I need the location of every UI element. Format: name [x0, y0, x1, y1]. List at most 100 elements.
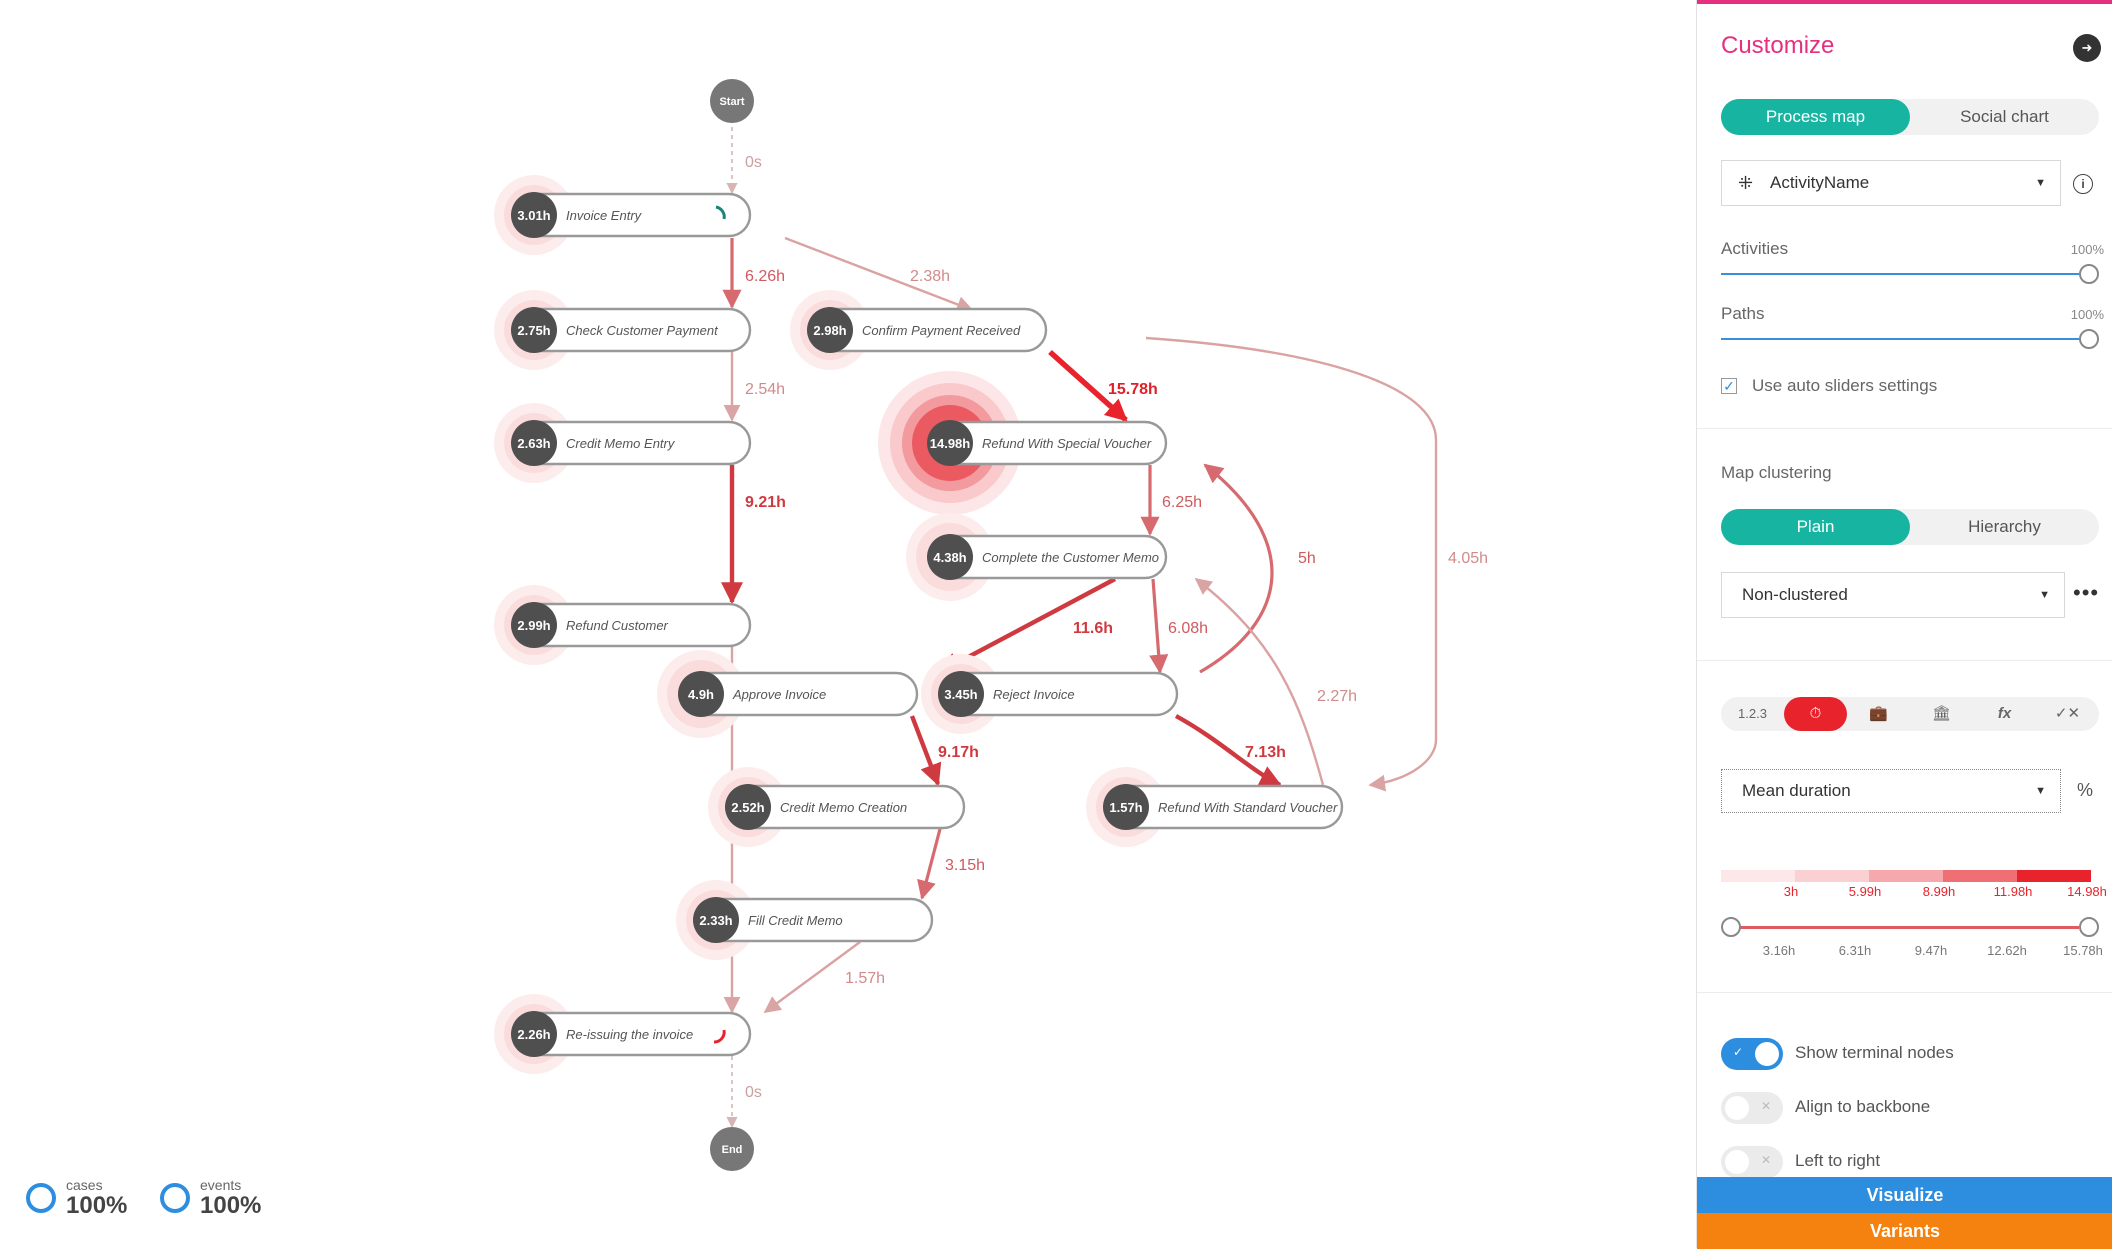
edge-path[interactable]	[1048, 349, 1128, 423]
clustering-select[interactable]: Non-clustered ▼	[1721, 572, 2065, 618]
edge-label: 7.13h	[1245, 744, 1286, 761]
panel-title: Customize	[1721, 32, 1835, 59]
edge-invoice-entry-to-confirm-payment-received[interactable]: 2.38h	[784, 236, 974, 313]
edge-path[interactable]	[1149, 578, 1169, 674]
edge-path[interactable]	[909, 715, 942, 787]
edge-label: 1.57h	[845, 970, 885, 987]
end-node[interactable]: End	[710, 1127, 754, 1171]
duration-badge	[725, 784, 771, 830]
range-min-handle[interactable]	[1721, 917, 1741, 937]
more-options-icon[interactable]: •••	[2073, 580, 2100, 605]
edge-label: 4.05h	[1448, 550, 1488, 567]
end-label: End	[722, 1144, 743, 1156]
duration-badge	[938, 671, 984, 717]
info-icon[interactable]: i	[2073, 174, 2093, 194]
edge-re-issuing-the-invoice-to-end[interactable]: 0s	[726, 1056, 762, 1129]
pin-icon[interactable]: ➜	[2073, 34, 2101, 62]
edge-confirm-payment-received-to-refund-with-standard-voucher[interactable]: 4.05h	[1145, 336, 1488, 792]
tab-social-chart[interactable]: Social chart	[1960, 107, 2049, 126]
tab-process-map[interactable]: Process map	[1721, 99, 1910, 135]
chevron-down-icon: ▼	[2035, 785, 2046, 797]
activities-slider-track[interactable]	[1721, 273, 2089, 275]
edge-path[interactable]	[1194, 577, 1325, 786]
attribute-select[interactable]: ⁜ ActivityName ▼	[1721, 160, 2061, 206]
timer-tab-icon[interactable]: ⏱	[1784, 697, 1847, 731]
tab-hierarchy[interactable]: Hierarchy	[1968, 517, 2041, 536]
edge-path[interactable]	[1174, 714, 1282, 787]
edge-invoice-entry-to-check-customer-payment[interactable]: 6.26h	[722, 238, 785, 309]
duration-badge	[511, 192, 557, 238]
duration-value: 3.45h	[944, 687, 977, 702]
range-tick-label: 15.78h	[2063, 943, 2103, 958]
tab-plain[interactable]: Plain	[1721, 509, 1910, 545]
chevron-down-icon: ▼	[2039, 589, 2050, 601]
edge-refund-with-special-voucher-to-complete-the-customer-memo[interactable]: 6.25h	[1140, 465, 1202, 536]
events-value: 100%	[200, 1192, 262, 1219]
edge-approve-invoice-to-credit-memo-creation[interactable]: 9.17h	[909, 715, 979, 787]
edge-label: 5h	[1298, 550, 1316, 567]
align-backbone-label: Align to backbone	[1795, 1097, 1931, 1116]
metric-tabs: 1.2.3 ⏱ 💼 🏛 fx ✓✕	[1721, 697, 2099, 731]
terminal-nodes-toggle[interactable]: ✓	[1721, 1038, 1783, 1070]
edge-refund-with-standard-voucher-to-complete-the-customer-memo[interactable]: 2.27h	[1194, 577, 1357, 786]
check-cross-tab-icon[interactable]: ✓✕	[2054, 705, 2081, 722]
edge-label: 9.21h	[745, 494, 786, 511]
edge-credit-memo-entry-to-refund-customer[interactable]: 9.21h	[721, 465, 786, 605]
events-ring-icon	[160, 1183, 190, 1213]
activity-label: Approve Invoice	[732, 687, 826, 702]
bank-tab-icon[interactable]: 🏛	[1931, 705, 1952, 722]
left-to-right-label: Left to right	[1795, 1151, 1881, 1170]
edge-path[interactable]	[763, 941, 861, 1013]
cases-value: 100%	[66, 1192, 128, 1219]
legend-threshold-label: 11.98h	[1993, 884, 2033, 899]
frequency-tab-icon[interactable]: 1.2.3	[1738, 706, 1767, 721]
edge-reject-invoice-to-refund-with-standard-voucher[interactable]: 7.13h	[1174, 714, 1286, 787]
duration-badge	[807, 307, 853, 353]
duration-value: 2.26h	[517, 1027, 550, 1042]
activities-slider-handle[interactable]	[2079, 264, 2099, 284]
align-backbone-toggle[interactable]: ✕	[1721, 1092, 1783, 1124]
edge-path[interactable]	[784, 236, 974, 313]
function-tab-icon[interactable]: fx	[1997, 705, 2012, 722]
events-label: events	[200, 1177, 242, 1193]
metric-select-value: Mean duration	[1742, 781, 1851, 800]
paths-slider-handle[interactable]	[2079, 329, 2099, 349]
auto-sliders-checkbox[interactable]: ✓	[1721, 378, 1737, 394]
edge-path[interactable]	[917, 828, 942, 900]
range-slider-track[interactable]	[1733, 926, 2079, 929]
start-node[interactable]: Start	[710, 79, 754, 123]
edge-start-to-invoice-entry[interactable]: 0s	[726, 119, 762, 195]
range-max-handle[interactable]	[2079, 917, 2099, 937]
left-to-right-toggle[interactable]: ✕	[1721, 1146, 1783, 1178]
briefcase-tab-icon[interactable]: 💼	[1869, 705, 1888, 722]
edge-confirm-payment-received-to-refund-with-special-voucher[interactable]: 15.78h	[1048, 349, 1158, 423]
edge-check-customer-payment-to-credit-memo-entry[interactable]: 2.54h	[723, 352, 785, 422]
visualize-button[interactable]: Visualize	[1697, 1177, 2112, 1213]
metric-select[interactable]: Mean duration ▼	[1721, 769, 2061, 813]
edge-fill-credit-memo-to-re-issuing-the-invoice[interactable]: 1.57h	[763, 941, 885, 1013]
activity-label: Fill Credit Memo	[748, 913, 843, 928]
percent-toggle[interactable]: %	[2077, 780, 2094, 800]
edge-reject-invoice-to-refund-with-special-voucher[interactable]: 5h	[1199, 463, 1316, 674]
edge-path[interactable]	[1145, 336, 1438, 792]
edge-path[interactable]	[1199, 463, 1274, 674]
edge-credit-memo-creation-to-fill-credit-memo[interactable]: 3.15h	[917, 828, 985, 900]
variants-button[interactable]: Variants	[1697, 1213, 2112, 1249]
paths-slider-track[interactable]	[1721, 338, 2089, 340]
edge-complete-the-customer-memo-to-reject-invoice[interactable]: 6.08h	[1149, 578, 1208, 674]
